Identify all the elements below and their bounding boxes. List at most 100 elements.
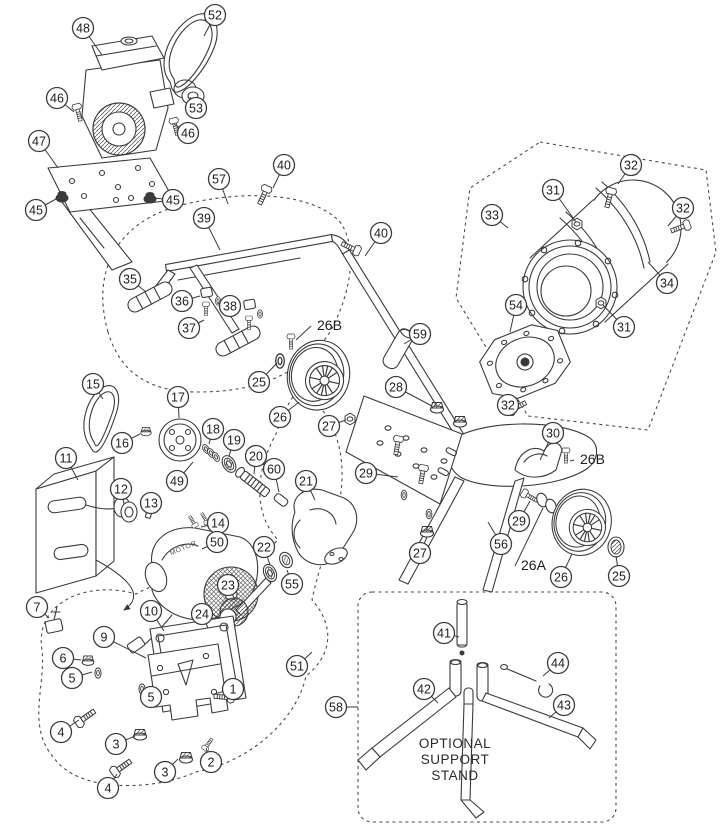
svg-text:37: 37 <box>182 321 196 335</box>
svg-text:44: 44 <box>551 656 565 670</box>
svg-text:36: 36 <box>175 294 189 308</box>
callout-5: 5 <box>60 666 93 690</box>
frame-plate <box>345 395 463 505</box>
callout-30: 30 <box>539 421 565 461</box>
callout-49: 49 <box>165 461 194 493</box>
svg-text:46: 46 <box>50 91 64 105</box>
hub-cap-right <box>607 536 625 558</box>
callout-36: 36 <box>170 289 201 313</box>
drum-assembly-region <box>455 141 717 431</box>
svg-text:10: 10 <box>144 604 158 618</box>
svg-text:16: 16 <box>115 436 129 450</box>
svg-text:53: 53 <box>189 101 203 115</box>
svg-text:15: 15 <box>86 377 100 391</box>
label-26B: 26B <box>569 451 605 467</box>
svg-text:39: 39 <box>197 211 211 225</box>
svg-text:30: 30 <box>546 426 560 440</box>
svg-text:34: 34 <box>660 276 674 290</box>
svg-text:51: 51 <box>290 659 304 673</box>
wheel-nut-left <box>344 412 356 426</box>
svg-text:56: 56 <box>494 537 508 551</box>
engine-assembly <box>47 13 218 271</box>
handle-bolt <box>254 183 274 207</box>
wheel-right <box>545 483 618 562</box>
callout-31: 31 <box>602 304 636 339</box>
svg-text:32: 32 <box>501 398 515 412</box>
svg-text:4: 4 <box>105 781 112 795</box>
engine-mount-plate <box>47 157 175 213</box>
callout-57: 57 <box>207 167 231 205</box>
callout-5: 5 <box>139 685 163 709</box>
callout-32: 32 <box>667 196 695 227</box>
callout-38: 38 <box>216 294 242 318</box>
splined-shaft <box>235 466 271 498</box>
svg-text:23: 23 <box>221 578 235 592</box>
svg-text:27: 27 <box>413 546 427 560</box>
svg-text:9: 9 <box>101 630 108 644</box>
callout-4: 4 <box>96 773 120 800</box>
hw-washer <box>94 667 102 679</box>
svg-text:26B: 26B <box>580 451 605 467</box>
callout-24: 24 <box>190 602 214 629</box>
svg-text:5: 5 <box>69 671 76 685</box>
callout-40: 40 <box>364 221 393 257</box>
svg-text:21: 21 <box>299 474 313 488</box>
drum-nut <box>571 217 583 231</box>
handle-grip <box>215 325 261 357</box>
callout-6: 6 <box>51 646 82 670</box>
callout-22: 22 <box>252 535 276 566</box>
svg-text:31: 31 <box>546 183 560 197</box>
hw-bolt <box>107 755 135 780</box>
callout-50: 50 <box>201 530 229 554</box>
frame-nut <box>452 415 468 428</box>
wheel-washer-left <box>275 353 285 369</box>
callout-34: 34 <box>647 261 679 295</box>
callout-26: 26 <box>268 401 300 429</box>
svg-text:18: 18 <box>206 422 220 436</box>
callout-32: 32 <box>496 393 520 417</box>
wheel-bolt-left <box>286 333 296 350</box>
svg-text:25: 25 <box>252 375 266 389</box>
svg-text:2: 2 <box>208 755 215 769</box>
stand-caption-line2: SUPPORT <box>421 752 490 767</box>
callout-33: 33 <box>480 203 509 229</box>
svg-text:31: 31 <box>617 320 631 334</box>
callout-54: 54 <box>504 293 528 333</box>
callout-27: 27 <box>408 536 432 565</box>
callout-21: 21 <box>294 469 318 501</box>
callout-51: 51 <box>285 651 313 678</box>
shaft-coupler <box>273 493 289 507</box>
callout-20: 20 <box>244 444 268 475</box>
callout-43: 43 <box>548 693 576 719</box>
callout-31: 31 <box>541 178 577 223</box>
support-stand-region <box>357 591 617 823</box>
callout-3: 3 <box>104 732 136 756</box>
label-26A: 26A <box>514 507 547 573</box>
pulley-nut <box>140 426 152 437</box>
hw-flange-nut <box>132 728 148 741</box>
svg-text:54: 54 <box>509 298 523 312</box>
svg-text:50: 50 <box>210 535 224 549</box>
svg-text:41: 41 <box>437 626 451 640</box>
callout-16: 16 <box>110 431 141 455</box>
callout-44: 44 <box>542 651 570 677</box>
svg-text:3: 3 <box>113 737 120 751</box>
frame-nut <box>429 401 445 414</box>
motor-plug <box>126 636 146 654</box>
callout-48: 48 <box>71 16 103 56</box>
svg-text:26A: 26A <box>521 557 547 573</box>
callout-17: 17 <box>166 385 190 419</box>
callout-9: 9 <box>92 625 147 659</box>
callout-28: 28 <box>384 375 433 407</box>
callout-46: 46 <box>173 121 200 145</box>
svg-text:6: 6 <box>60 651 67 665</box>
callout-56: 56 <box>487 521 513 556</box>
callout-58: 58 <box>324 695 358 719</box>
svg-text:40: 40 <box>374 226 388 240</box>
svg-text:43: 43 <box>557 698 571 712</box>
callout-15: 15 <box>81 372 105 400</box>
svg-text:19: 19 <box>227 433 241 447</box>
callout-27: 27 <box>317 414 347 438</box>
